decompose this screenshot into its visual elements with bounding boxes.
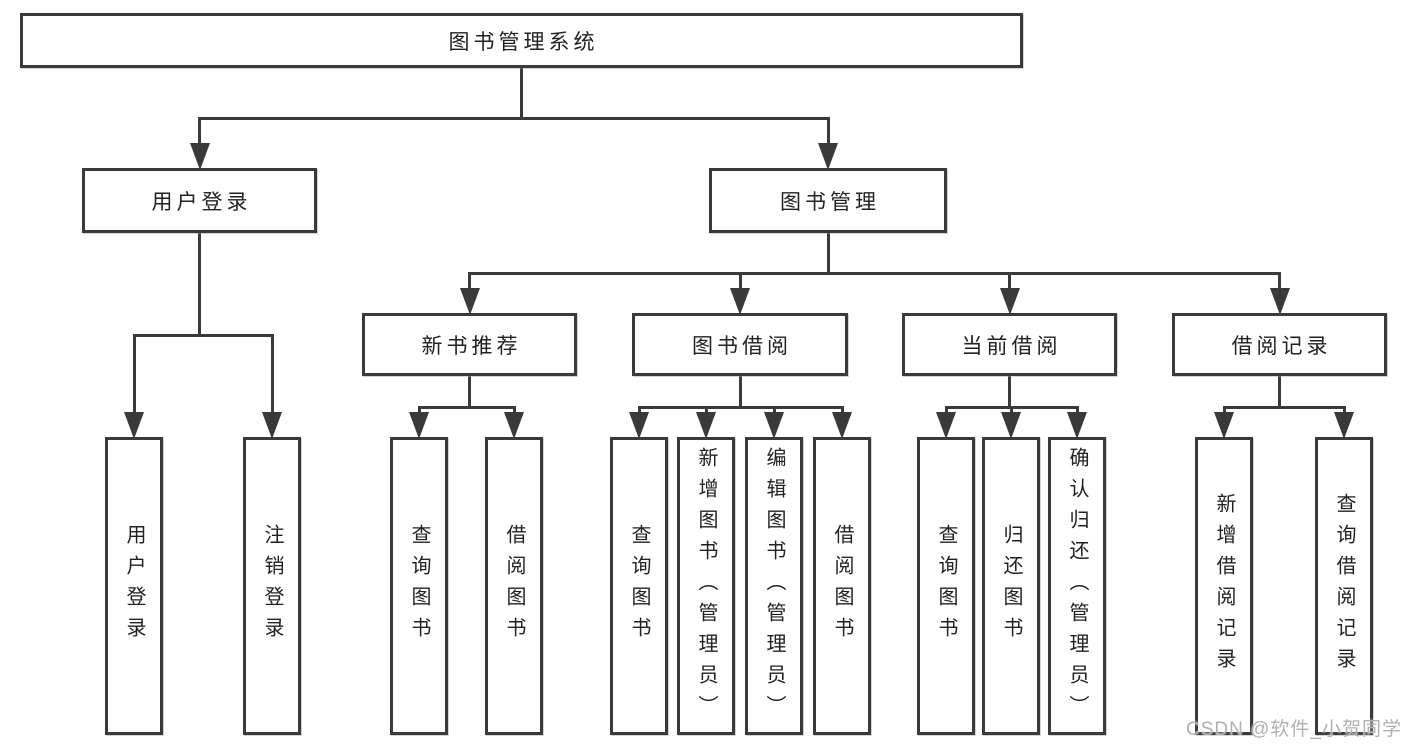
connector-drop-leaf-logout xyxy=(270,335,274,416)
node-group-book-borrow: 图书借阅 xyxy=(632,313,848,376)
node-label: 新增图书（管理员） xyxy=(695,446,717,726)
node-leaf-add-borrow-record: 新增借阅记录 xyxy=(1195,437,1253,735)
arrow-down-icon xyxy=(459,288,480,315)
node-label: 注销登录 xyxy=(261,524,283,648)
node-label: 新增借阅记录 xyxy=(1213,493,1235,679)
node-leaf-borrow-book: 借阅图书 xyxy=(813,437,871,735)
connector-drop-leaf-user-login xyxy=(132,335,136,416)
connector-drop-branch-user-login xyxy=(198,118,201,147)
connector-drop-leaf-borrow-book-recommend xyxy=(512,407,516,416)
connector-drop-leaf-add-borrow-record xyxy=(1222,407,1226,416)
connector-drop-group-book-borrow xyxy=(738,273,742,292)
node-label: 借阅图书 xyxy=(831,524,853,648)
arrow-down-icon xyxy=(629,412,649,439)
node-group-new-book-recommend: 新书推荐 xyxy=(362,313,577,376)
node-label: 图书管理 xyxy=(780,190,880,214)
connector-drop-branch-book-management xyxy=(826,118,830,147)
connector-stem-group-borrow-record xyxy=(1278,376,1281,409)
arrow-down-icon xyxy=(189,143,210,170)
connector-stem-group-new-book-recommend xyxy=(468,376,471,409)
node-branch-user-login: 用户登录 xyxy=(82,168,317,233)
arrow-down-icon xyxy=(1334,412,1354,439)
connector-stem-branch-user-login xyxy=(198,233,201,337)
connector-drop-group-borrow-record xyxy=(1278,273,1281,292)
connector-stem-root-system xyxy=(520,68,523,120)
node-branch-book-management: 图书管理 xyxy=(709,168,947,233)
arrow-down-icon xyxy=(504,412,524,439)
arrow-down-icon xyxy=(409,412,429,439)
node-leaf-add-book-admin: 新增图书（管理员） xyxy=(677,437,735,735)
csdn-watermark: CSDN @软件_小贺同学 xyxy=(1186,719,1402,740)
arrow-down-icon xyxy=(999,288,1020,315)
node-label: 编辑图书（管理员） xyxy=(763,446,785,726)
connector-drop-leaf-query-borrow-record xyxy=(1342,407,1346,416)
arrow-down-icon xyxy=(1214,412,1234,439)
connector-drop-group-new-book-recommend xyxy=(468,273,471,292)
node-label: 用户登录 xyxy=(123,524,145,648)
node-label: 当前借阅 xyxy=(961,334,1062,358)
connector-bus-group-new-book-recommend xyxy=(417,405,516,409)
connector-bus-branch-book-management xyxy=(468,271,1281,275)
connector-drop-leaf-return-book xyxy=(1009,407,1013,416)
node-label: 查询图书 xyxy=(935,524,957,648)
node-leaf-query-book-recommend: 查询图书 xyxy=(390,437,448,735)
node-leaf-query-borrow-record: 查询借阅记录 xyxy=(1315,437,1373,735)
node-label: 新书推荐 xyxy=(421,334,522,358)
arrow-down-icon xyxy=(764,412,784,439)
connector-bus-group-book-borrow xyxy=(637,405,844,409)
arrow-down-icon xyxy=(818,143,838,170)
node-label: 查询图书 xyxy=(408,524,430,648)
node-label: 查询图书 xyxy=(628,524,650,648)
connector-drop-leaf-query-book-current xyxy=(944,407,948,416)
connector-bus-branch-user-login xyxy=(132,333,274,337)
connector-bus-root-system xyxy=(198,116,830,120)
connector-drop-leaf-query-book-borrow xyxy=(637,407,641,416)
node-leaf-confirm-return-admin: 确认归还（管理员） xyxy=(1048,437,1106,735)
arrow-down-icon xyxy=(832,412,852,439)
node-group-current-borrow: 当前借阅 xyxy=(902,313,1117,376)
node-group-borrow-record: 借阅记录 xyxy=(1172,313,1387,376)
node-label: 图书借阅 xyxy=(692,334,792,358)
node-root-system: 图书管理系统 xyxy=(20,13,1023,68)
connector-stem-branch-book-management xyxy=(826,233,830,275)
connector-drop-leaf-add-book-admin xyxy=(704,407,708,416)
node-leaf-user-login: 用户登录 xyxy=(105,437,163,735)
node-leaf-query-book-borrow: 查询图书 xyxy=(610,437,668,735)
connector-drop-group-current-borrow xyxy=(1008,273,1011,292)
connector-drop-leaf-edit-book-admin xyxy=(772,407,776,416)
arrow-down-icon xyxy=(730,288,750,315)
arrow-down-icon xyxy=(936,412,956,439)
arrow-down-icon xyxy=(1001,412,1021,439)
node-label: 归还图书 xyxy=(1000,524,1022,648)
node-leaf-return-book: 归还图书 xyxy=(982,437,1040,735)
connector-drop-leaf-borrow-book xyxy=(840,407,844,416)
connector-drop-leaf-confirm-return-admin xyxy=(1075,407,1079,416)
node-leaf-query-book-current: 查询图书 xyxy=(917,437,975,735)
node-label: 用户登录 xyxy=(151,190,252,214)
node-label: 借阅记录 xyxy=(1231,334,1332,358)
arrow-down-icon xyxy=(262,412,282,439)
connector-drop-leaf-query-book-recommend xyxy=(417,407,421,416)
arrow-down-icon xyxy=(1269,288,1290,315)
connector-stem-group-book-borrow xyxy=(738,376,742,409)
node-leaf-borrow-book-recommend: 借阅图书 xyxy=(485,437,543,735)
node-label: 确认归还（管理员） xyxy=(1066,446,1088,726)
arrow-down-icon xyxy=(124,412,144,439)
arrow-down-icon xyxy=(1067,412,1087,439)
node-leaf-logout: 注销登录 xyxy=(243,437,301,735)
arrow-down-icon xyxy=(696,412,716,439)
connector-bus-group-borrow-record xyxy=(1222,405,1346,409)
node-label: 图书管理系统 xyxy=(448,30,599,54)
node-label: 查询借阅记录 xyxy=(1333,493,1355,679)
node-leaf-edit-book-admin: 编辑图书（管理员） xyxy=(745,437,803,735)
node-label: 借阅图书 xyxy=(503,524,525,648)
connector-stem-group-current-borrow xyxy=(1008,376,1011,409)
